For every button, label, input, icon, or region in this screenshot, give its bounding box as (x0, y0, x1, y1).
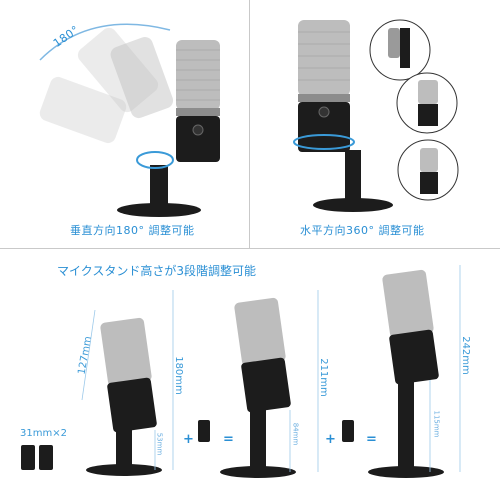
swivel-demo-illustration (293, 19, 459, 212)
vertical-adjust-caption: 垂直方向180° 調整可能 (70, 224, 195, 237)
horizontal-adjust-caption: 水平方向360° 調整可能 (300, 224, 425, 237)
ghost-mic-tilted-3 (110, 37, 174, 119)
stand-height-title: マイクスタンド高さが3段階調整可能 (57, 264, 257, 278)
plus-sign-1: + (183, 432, 194, 447)
tilt-demo-illustration (39, 23, 220, 217)
extension-adapters (21, 445, 53, 470)
mic-config-short (86, 317, 162, 476)
swivel-stand-base (313, 198, 393, 212)
mic2-stand-dimension: 84mm (291, 422, 300, 446)
mic3-total-dimension: 242mm (459, 336, 471, 375)
equals-sign-2: = (366, 432, 377, 447)
mic-config-tall (368, 269, 444, 478)
stand-pole (150, 165, 168, 205)
adapter-single-1 (198, 420, 210, 442)
mic1-stand-dimension: 53mm (155, 432, 164, 456)
equals-sign-1: = (223, 432, 234, 447)
ghost-mic-tilted-2 (39, 76, 127, 144)
main-mic-upright (176, 40, 220, 162)
adapter-single-2 (342, 420, 354, 442)
inset-view-1 (369, 19, 431, 81)
plus-sign-2: + (325, 432, 336, 447)
adapter-count-label: 31mm×2 (20, 428, 67, 439)
mic-config-medium (220, 297, 296, 478)
rotation-arc (39, 23, 171, 61)
ghost-mic-tilted-1 (77, 27, 159, 113)
stand-base (117, 203, 201, 217)
swivel-stand-pole (345, 150, 361, 200)
height-comparison-illustration (21, 265, 461, 478)
section-divider (0, 248, 500, 249)
swivel-main-mic (298, 20, 350, 152)
mic3-stand-dimension: 115mm (432, 410, 441, 438)
inset-view-3 (397, 139, 459, 201)
rotation-arrow (136, 151, 174, 169)
swivel-arrow (293, 134, 355, 150)
mic2-total-dimension: 211mm (317, 358, 329, 397)
panel-divider-vertical (249, 0, 250, 248)
mic1-total-dimension: 180mm (172, 356, 184, 395)
inset-view-2 (396, 72, 458, 134)
